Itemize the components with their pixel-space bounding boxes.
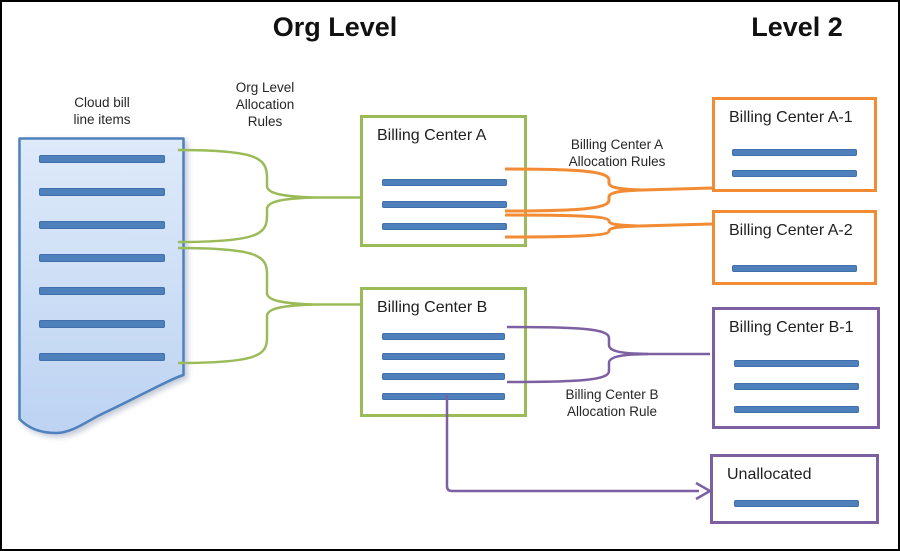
line-item-bar — [732, 265, 857, 272]
line-item-bar — [382, 373, 505, 380]
line-item-bar — [39, 287, 165, 295]
center-b-line-items — [382, 333, 505, 400]
center-a-line-items — [382, 179, 507, 230]
box-billing-center-b1: Billing Center B-1 — [712, 307, 880, 429]
brace-doc-to-center-a-top — [177, 148, 361, 199]
center-b-rules-line2: Allocation Rule — [566, 404, 658, 419]
unallocated-title: Unallocated — [727, 466, 812, 483]
cloud-bill-document — [18, 137, 185, 439]
line-item-bar — [734, 360, 859, 367]
line-item-bar — [39, 353, 165, 361]
billing-center-b-title: Billing Center B — [377, 299, 488, 316]
cloud-bill-label-line2: line items — [73, 112, 131, 127]
center-a-allocation-rules-label: Billing Center A Allocation Rules — [543, 136, 691, 170]
box-billing-center-a2: Billing Center A-2 — [712, 210, 877, 285]
center-a2-line-items — [732, 265, 857, 272]
org-level-heading: Org Level — [272, 12, 398, 42]
billing-center-a2-title: Billing Center A-2 — [729, 222, 853, 239]
line-item-bar — [39, 155, 165, 163]
center-a-rules-line1: Billing Center A — [570, 137, 664, 152]
brace-center-a-to-a2-top — [504, 213, 713, 228]
org-rules-line1: Org Level — [235, 80, 295, 95]
center-b-rules-line1: Billing Center B — [565, 387, 659, 402]
center-b1-line-items — [734, 360, 859, 413]
box-billing-center-b: Billing Center B — [360, 287, 527, 417]
line-item-bar — [732, 149, 857, 156]
box-unallocated: Unallocated — [710, 454, 879, 524]
line-item-bar — [382, 353, 505, 360]
brace-center-a-to-a1-top — [504, 167, 713, 192]
center-b-allocation-rule-label: Billing Center B Allocation Rule — [538, 386, 686, 420]
line-item-bar — [732, 170, 857, 177]
brace-center-b-to-b1-top — [506, 325, 710, 356]
billing-center-a-title: Billing Center A — [377, 127, 487, 144]
org-allocation-rules-label: Org Level Allocation Rules — [205, 79, 325, 130]
cloud-bill-line-items — [39, 155, 165, 361]
line-item-bar — [39, 188, 165, 196]
line-item-bar — [382, 393, 505, 400]
org-rules-line3: Rules — [247, 114, 283, 129]
line-item-bar — [382, 223, 507, 230]
brace-doc-to-center-a-bottom — [177, 196, 314, 244]
billing-center-a1-title: Billing Center A-1 — [729, 109, 853, 126]
billing-center-b1-title: Billing Center B-1 — [729, 319, 854, 336]
brace-doc-to-center-b-top — [177, 246, 361, 306]
level-2-heading: Level 2 — [751, 12, 843, 42]
line-item-bar — [734, 406, 859, 413]
center-a1-line-items — [732, 149, 857, 177]
line-item-bar — [39, 254, 165, 262]
line-item-bar — [39, 320, 165, 328]
unallocated-line-items — [734, 500, 859, 507]
arrowhead-unallocated — [695, 481, 713, 501]
line-item-bar — [382, 333, 505, 340]
brace-doc-to-center-b-bottom — [177, 303, 314, 365]
line-item-bar — [382, 201, 507, 208]
cloud-bill-label-line1: Cloud bill — [74, 95, 130, 110]
brace-center-b-to-b1-bottom — [506, 352, 649, 384]
box-billing-center-a1: Billing Center A-1 — [712, 97, 877, 192]
line-item-bar — [39, 221, 165, 229]
cloud-bill-label: Cloud bill line items — [42, 94, 162, 128]
org-rules-line2: Allocation — [235, 97, 295, 112]
line-item-bar — [734, 500, 859, 507]
box-billing-center-a: Billing Center A — [360, 115, 527, 247]
line-item-bar — [734, 383, 859, 390]
line-item-bar — [382, 179, 507, 186]
center-a-rules-line2: Allocation Rules — [568, 154, 666, 169]
